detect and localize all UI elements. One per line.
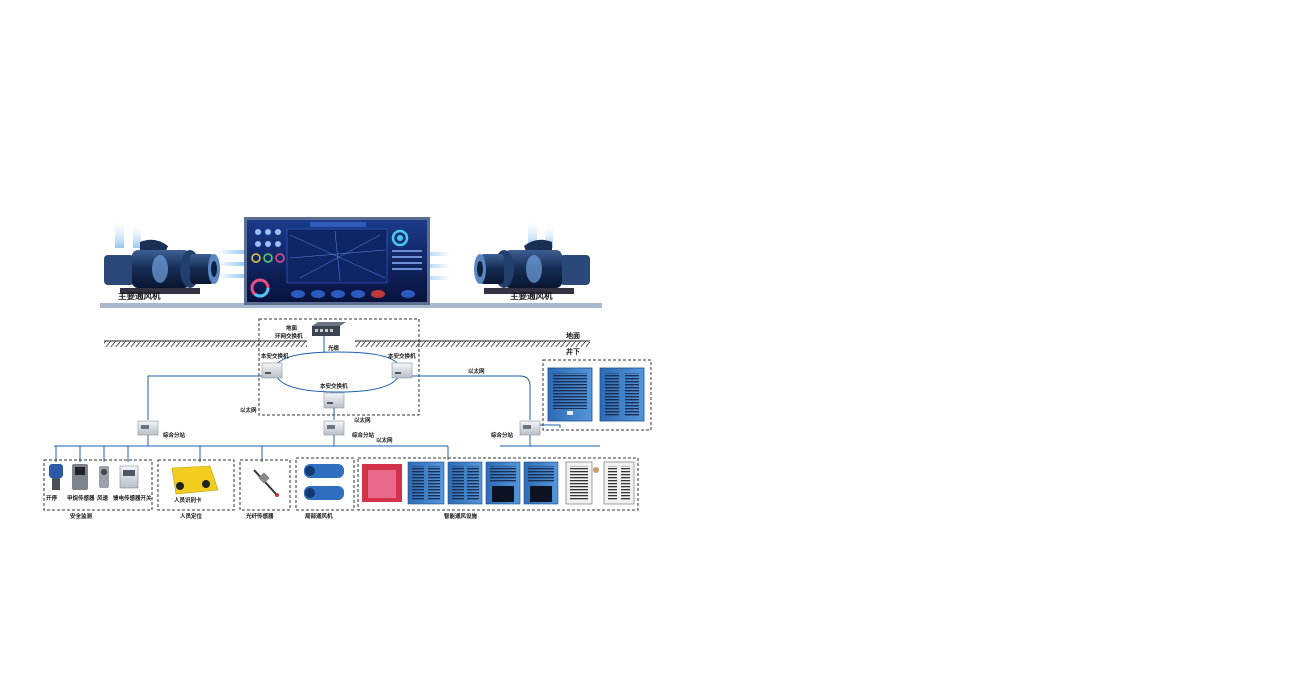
- id-card-icon: [171, 465, 219, 495]
- sensor-icon: [99, 466, 109, 488]
- substation-icon: [137, 420, 159, 436]
- main-fan-right: 主要通风机: [420, 222, 590, 302]
- local-fan-icon: [304, 464, 344, 500]
- ethernet-label-1: 以太网: [240, 406, 257, 414]
- switch-icon: [323, 392, 345, 409]
- core-network-box: [258, 318, 420, 416]
- ethernet-links: [54, 375, 600, 462]
- monitor-icon: [244, 217, 430, 305]
- group-fiber-sensor-box: [239, 459, 291, 511]
- door-icon: [485, 461, 521, 505]
- ethernet-label-3: 以太网: [354, 416, 371, 424]
- surface-platform: [100, 303, 602, 308]
- ground-line: [104, 340, 590, 347]
- device-label-3: 风速: [97, 494, 109, 502]
- ethernet-label-4: 以太网: [376, 436, 393, 444]
- window-icon: [565, 461, 599, 505]
- switch-right-label: 本安交换机: [388, 352, 416, 360]
- fan-icon: [104, 222, 245, 294]
- main-fan-left: 主要通风机: [104, 222, 245, 302]
- sensor-icon: [49, 464, 63, 490]
- substation-1-label: 综合分站: [163, 431, 186, 439]
- fan-icon: [420, 222, 590, 294]
- door-icon: [523, 461, 559, 505]
- sensor-icon: [119, 465, 139, 489]
- door-icon: [447, 461, 483, 505]
- substation-3-label: 综合分站: [491, 431, 514, 439]
- group-smart-vent-box: [357, 457, 639, 511]
- door-icon: [362, 464, 402, 502]
- group-personnel-label: 人员定位: [180, 512, 203, 520]
- underground-label: 井下: [566, 347, 580, 356]
- group-smart-vent-label: 智能通风设施: [444, 512, 478, 520]
- switch-bottom-label: 本安交换机: [320, 382, 348, 390]
- fiber-sensor-icon: [253, 469, 279, 497]
- window-icon: [547, 367, 593, 422]
- ground-switch-line1: 地面: [286, 324, 298, 332]
- group-fiber-sensor-label: 光纤传感器: [245, 512, 274, 520]
- device-label-4: 馈电传感器开关: [113, 494, 152, 502]
- substation-2-label: 综合分站: [352, 431, 375, 439]
- ground-label: 地面: [566, 331, 580, 340]
- fan-left-label: 主要通风机: [118, 291, 161, 302]
- group-local-fan-label: 局部通风机: [304, 512, 333, 520]
- window-icon: [603, 461, 635, 505]
- switch-icon: [391, 362, 413, 379]
- substation-icon: [519, 420, 541, 436]
- door-icon: [407, 461, 445, 505]
- substation-icon: [323, 420, 345, 436]
- ring-switch-icon: [312, 322, 346, 336]
- fiber-label: 光缆: [327, 344, 340, 352]
- fan-right-label: 主要通风机: [510, 291, 553, 302]
- device-label-2: 甲烷传感器: [67, 494, 95, 502]
- damper-box: [542, 359, 652, 431]
- window-icon: [599, 367, 645, 422]
- sensor-icon: [72, 464, 88, 490]
- group-safety-box: [43, 459, 153, 511]
- ethernet-label-2: 以太网: [468, 367, 485, 375]
- switch-left-label: 本安交换机: [261, 352, 289, 360]
- card-label: 人员识别卡: [174, 496, 202, 504]
- group-personnel-box: [157, 459, 235, 511]
- switch-icon: [261, 362, 283, 379]
- group-safety-label: 安全监测: [70, 512, 93, 520]
- ground-switch-line2: 环网交换机: [275, 332, 303, 340]
- device-label-1: 开停: [46, 494, 58, 502]
